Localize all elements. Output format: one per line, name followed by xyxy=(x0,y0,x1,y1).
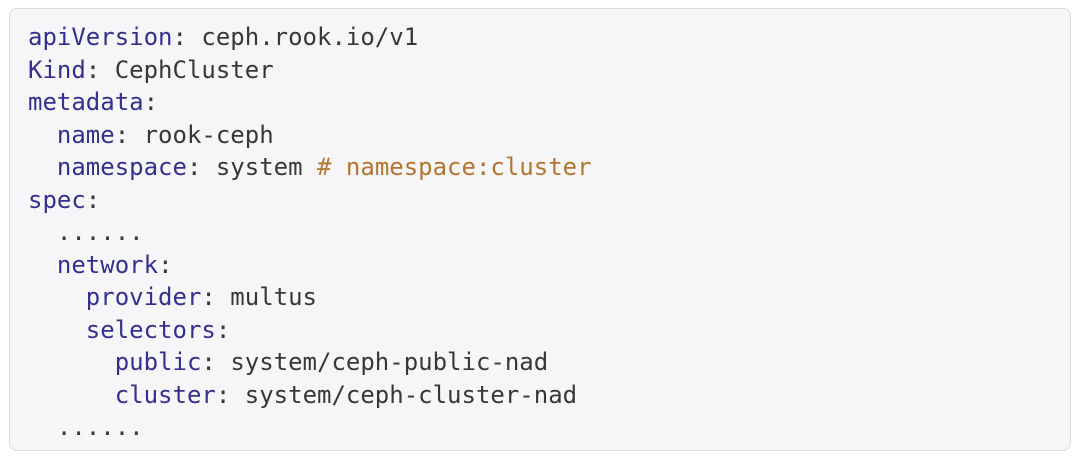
token-value: system/ceph-cluster-nad xyxy=(244,380,578,409)
token-indent xyxy=(28,348,115,376)
token-key: name xyxy=(56,120,115,149)
code-line: spec: xyxy=(28,184,1052,217)
token-key: apiVersion xyxy=(28,23,173,51)
code-line: ...... xyxy=(28,411,1052,444)
token-key: metadata xyxy=(28,88,144,116)
token-punct: : xyxy=(85,55,115,84)
token-punct: : xyxy=(172,23,202,51)
token-indent xyxy=(28,381,115,409)
token-indent xyxy=(28,121,57,149)
token-key: cluster xyxy=(114,380,216,409)
code-line: Kind: CephCluster xyxy=(28,54,1052,87)
token-punct: : xyxy=(186,153,216,181)
token-punct: : xyxy=(85,185,101,214)
token-value: ...... xyxy=(56,413,144,441)
token-value: system xyxy=(215,153,318,181)
token-value: ...... xyxy=(56,218,144,246)
code-line: metadata: xyxy=(28,86,1052,119)
token-key: provider xyxy=(85,283,202,311)
code-line: namespace: system # namespace:cluster xyxy=(28,151,1052,184)
token-value: system/ceph-public-nad xyxy=(230,348,549,376)
token-value: rook-ceph xyxy=(143,120,274,149)
token-key: Kind xyxy=(28,55,86,84)
code-line: name: rook-ceph xyxy=(28,119,1052,152)
token-value: ceph.rook.io/v1 xyxy=(201,23,419,51)
code-line: cluster: system/ceph-cluster-nad xyxy=(28,379,1052,412)
token-indent xyxy=(28,153,57,181)
token-punct: : xyxy=(215,315,231,344)
token-comment: # namespace:cluster xyxy=(317,153,592,181)
token-indent xyxy=(28,413,57,441)
code-line: selectors: xyxy=(28,314,1052,347)
token-indent xyxy=(28,316,86,344)
token-value: multus xyxy=(230,283,317,311)
token-key: namespace xyxy=(56,153,187,181)
token-punct: : xyxy=(215,380,245,409)
token-key: network xyxy=(56,250,159,279)
token-punct: : xyxy=(114,120,144,149)
code-line: provider: multus xyxy=(28,281,1052,314)
token-key: public xyxy=(114,348,202,376)
token-indent xyxy=(28,251,57,279)
token-value: CephCluster xyxy=(114,55,274,84)
token-punct: : xyxy=(201,348,231,376)
token-key: selectors xyxy=(85,315,216,344)
code-line: ...... xyxy=(28,216,1052,249)
code-line: apiVersion: ceph.rook.io/v1 xyxy=(28,21,1052,54)
token-key: spec xyxy=(28,185,86,214)
token-punct: : xyxy=(158,250,173,279)
code-line: network: xyxy=(28,249,1052,282)
token-indent xyxy=(28,283,86,311)
code-line: public: system/ceph-public-nad xyxy=(28,346,1052,379)
token-indent xyxy=(28,218,57,246)
token-punct: : xyxy=(143,88,159,116)
token-punct: : xyxy=(201,283,231,311)
